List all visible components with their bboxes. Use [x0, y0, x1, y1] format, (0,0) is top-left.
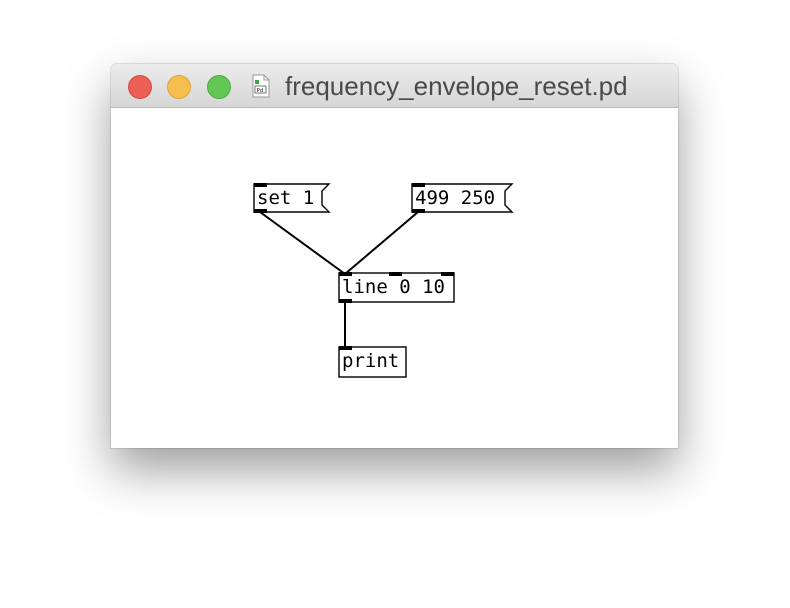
zoom-button[interactable]	[207, 75, 231, 99]
message-box-ramp[interactable]: 499 250	[411, 183, 514, 213]
object-text: print	[342, 350, 400, 372]
object-box-line[interactable]: line 0 10	[338, 272, 456, 303]
cord-set-to-line[interactable]	[259, 211, 346, 275]
minimize-button[interactable]	[167, 75, 191, 99]
patch-cords	[259, 211, 419, 348]
svg-text:Pd: Pd	[257, 88, 264, 94]
title-bar[interactable]: Pd frequency_envelope_reset.pd	[111, 64, 678, 108]
object-box-print[interactable]: print	[338, 346, 408, 378]
message-text: set 1	[257, 187, 315, 209]
message-box-set[interactable]: set 1	[253, 183, 331, 213]
close-button[interactable]	[128, 75, 152, 99]
pd-patch-window: Pd frequency_envelope_reset.pd set 1	[111, 64, 678, 448]
window-title: frequency_envelope_reset.pd	[285, 71, 628, 101]
message-text: 499 250	[415, 187, 496, 209]
pd-file-icon: Pd	[252, 74, 270, 98]
cord-ramp-to-line[interactable]	[344, 211, 419, 275]
patch-canvas[interactable]: set 1 499 250 line 0 10	[111, 108, 678, 448]
object-text: line 0 10	[342, 276, 445, 298]
